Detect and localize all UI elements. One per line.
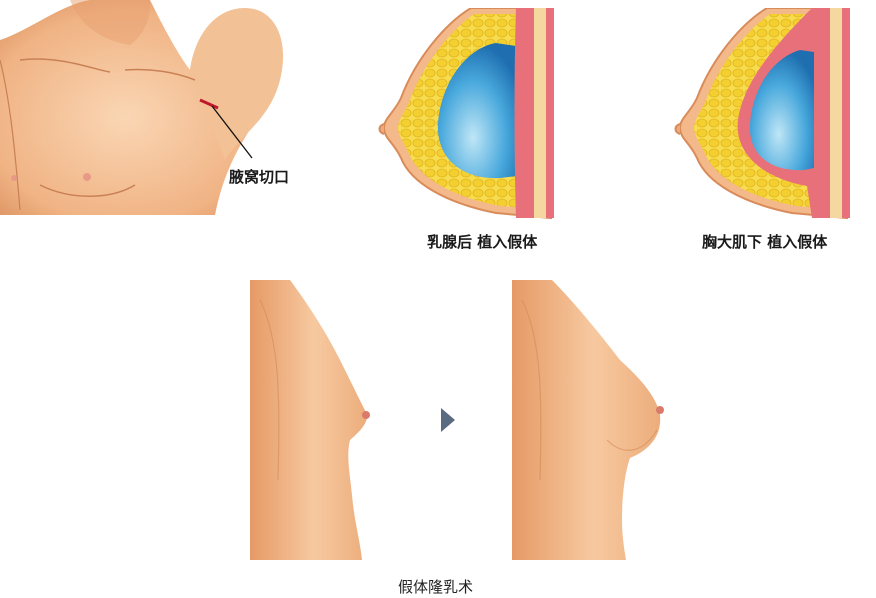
submuscular-cross-section: 胸大肌下 植入假体 xyxy=(672,8,862,220)
play-triangle-icon xyxy=(438,405,458,435)
retroglandular-cross-section: 乳腺后 植入假体 xyxy=(376,8,566,220)
diagram-title: 假体隆乳术 xyxy=(398,576,473,597)
incision-label: 腋窝切口 xyxy=(229,166,289,187)
retroglandular-label: 乳腺后 植入假体 xyxy=(427,231,537,252)
submuscular-label: 胸大肌下 植入假体 xyxy=(702,231,827,252)
before-profile-illustration xyxy=(250,280,378,560)
armpit-incision-illustration: 腋窝切口 xyxy=(0,0,300,220)
after-profile-illustration xyxy=(512,280,672,560)
